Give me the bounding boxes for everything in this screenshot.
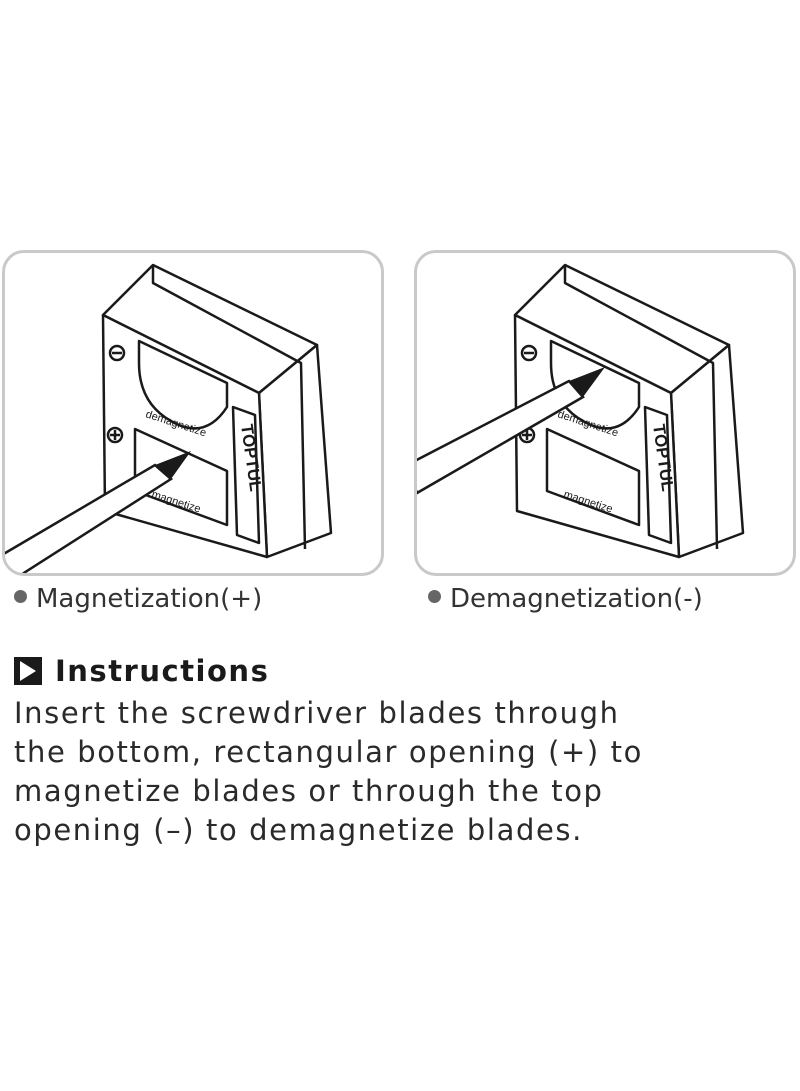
screwdriver-icon bbox=[5, 451, 191, 573]
instructions-title: Instructions bbox=[55, 654, 270, 688]
magnetizer-drawing: demagnetize magnetize TOPTUL bbox=[417, 263, 745, 559]
arrow-right-icon bbox=[14, 657, 42, 685]
caption-text: Demagnetization(-) bbox=[450, 584, 703, 614]
bottom-magnetize-opening bbox=[545, 427, 641, 527]
caption-text: Magnetization(+) bbox=[36, 584, 263, 614]
demagnetization-illustration-panel: demagnetize magnetize TOPTUL bbox=[414, 250, 796, 576]
top-demagnetize-opening bbox=[549, 339, 641, 430]
bottom-magnetize-opening bbox=[133, 427, 229, 527]
magnetization-caption: Magnetization(+) bbox=[14, 584, 262, 614]
magnetizer-drawing: demagnetize magnetize TOPTUL bbox=[5, 263, 333, 573]
bullet-icon bbox=[428, 590, 441, 603]
instructions-line: magnetize blades or through the top bbox=[14, 774, 604, 808]
brand-label-box bbox=[643, 405, 673, 545]
screwdriver-icon bbox=[417, 367, 605, 495]
bullet-icon bbox=[14, 590, 27, 603]
minus-symbol-icon bbox=[520, 344, 538, 362]
instructions-line: opening (–) to demagnetize blades. bbox=[14, 813, 583, 847]
demagnetization-caption: Demagnetization(-) bbox=[428, 584, 703, 614]
plus-symbol-icon bbox=[106, 426, 124, 444]
top-demagnetize-opening bbox=[137, 339, 229, 430]
brand-label-box bbox=[231, 405, 261, 545]
magnetization-illustration-panel: demagnetize magnetize TOPTUL bbox=[2, 250, 384, 576]
instructions-heading: Instructions bbox=[14, 651, 269, 691]
minus-symbol-icon bbox=[108, 344, 126, 362]
instructions-line: the bottom, rectangular opening (+) to bbox=[14, 735, 643, 769]
instructions-text: Insert the screwdriver blades through th… bbox=[14, 694, 794, 850]
instructions-line: Insert the screwdriver blades through bbox=[14, 696, 620, 730]
